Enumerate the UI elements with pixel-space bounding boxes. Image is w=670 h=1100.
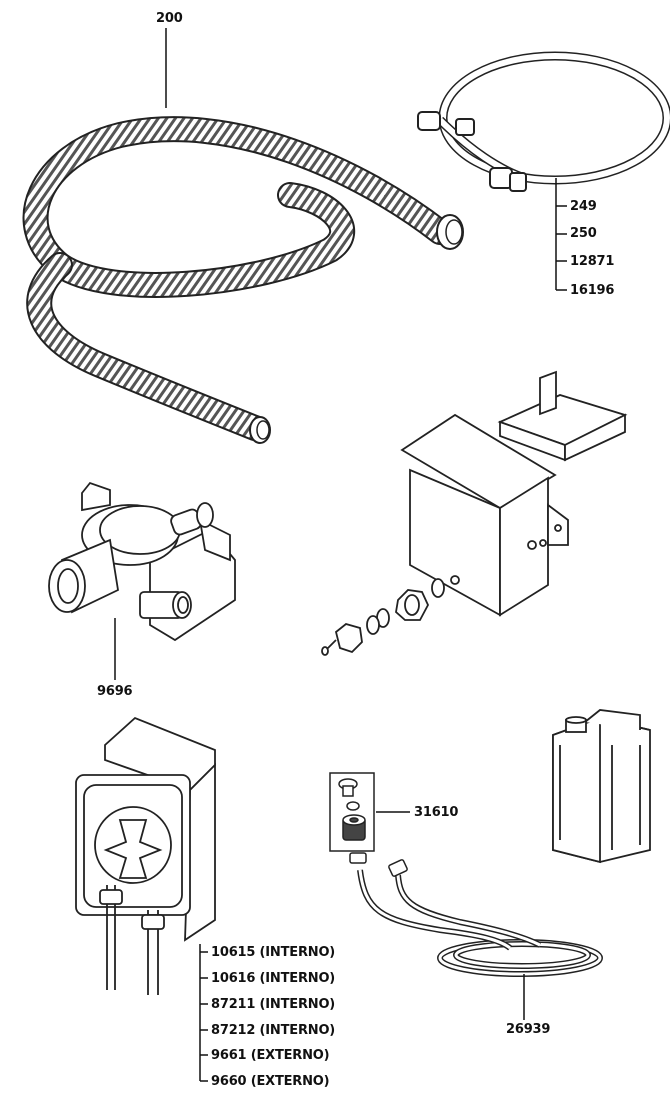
callout-16196: 16196 xyxy=(570,283,615,298)
callout-250: 250 xyxy=(570,226,597,241)
dosing-pump xyxy=(75,716,216,995)
callout-12871: 12871 xyxy=(570,254,615,269)
callout-10615: 10615 (INTERNO) xyxy=(211,945,336,960)
callout-249: 249 xyxy=(570,199,597,214)
pump-leader xyxy=(199,944,208,1082)
inlet-hose-leader xyxy=(555,178,567,291)
fitting-kit xyxy=(329,772,410,852)
mounting-tray xyxy=(497,370,628,462)
callout-200: 200 xyxy=(156,11,183,26)
callout-9660: 9660 (EXTERNO) xyxy=(211,1074,330,1089)
callout-87211: 87211 (INTERNO) xyxy=(211,997,336,1012)
inlet-hose xyxy=(417,51,670,192)
callout-87212: 87212 (INTERNO) xyxy=(211,1023,336,1038)
corrugated-hose xyxy=(22,28,464,444)
callout-9661: 9661 (EXTERNO) xyxy=(211,1048,330,1063)
callout-10616: 10616 (INTERNO) xyxy=(211,971,336,986)
cable-gland-set xyxy=(321,578,445,656)
callout-26939: 26939 xyxy=(506,1022,551,1037)
valve xyxy=(48,481,236,642)
callout-31610: 31610 xyxy=(414,805,459,820)
suction-tube xyxy=(349,852,603,977)
callout-9696: 9696 xyxy=(97,684,133,699)
electrical-box xyxy=(400,413,569,617)
canister xyxy=(552,709,651,864)
